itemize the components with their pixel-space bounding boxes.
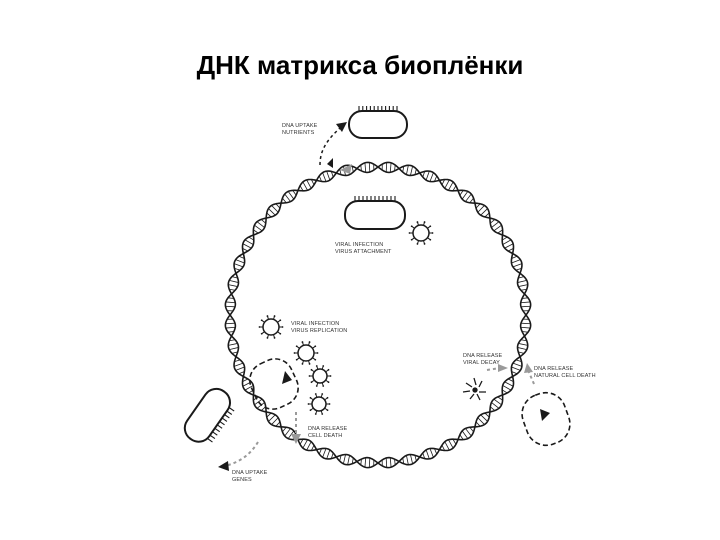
virus-icon — [308, 393, 331, 415]
arrow-genes-uptake — [218, 442, 258, 471]
label-viral-decay-1: DNA RELEASE — [463, 353, 503, 359]
label-viral-replication-1: VIRAL INFECTION — [291, 321, 339, 327]
label-viral-decay-2: VIRAL DECAY — [463, 360, 500, 366]
bacterium-dying — [516, 387, 575, 451]
virus-icon — [309, 365, 332, 387]
label-cell-death-2: CELL DEATH — [308, 433, 342, 439]
label-uptake-genes-2: GENES — [232, 477, 252, 483]
virus-icon — [259, 315, 284, 339]
label-uptake-nutrients-1: DNA UPTAKE — [282, 123, 318, 129]
label-natural-death-2: NATURAL CELL DEATH — [534, 373, 596, 379]
arrow-nutrients-uptake — [320, 122, 352, 174]
arrow-natural-death-release — [524, 363, 534, 384]
bacterium-bottom-left — [180, 384, 235, 447]
bacterium-top — [349, 106, 407, 138]
label-viral-attachment-1: VIRAL INFECTION — [335, 242, 383, 248]
bacterium-infected — [345, 196, 405, 229]
label-uptake-nutrients-2: NUTRIENTS — [282, 130, 315, 136]
label-viral-replication-2: VIRUS REPLICATION — [291, 328, 347, 334]
label-natural-death-1: DNA RELEASE — [534, 366, 574, 372]
label-uptake-genes-1: DNA UPTAKE — [232, 470, 268, 476]
decaying-virus — [463, 378, 486, 400]
virus-icon — [294, 341, 319, 365]
label-cell-death-1: DNA RELEASE — [308, 426, 348, 432]
virus-icon — [409, 221, 434, 245]
label-viral-attachment-2: VIRUS ATTACHMENT — [335, 249, 392, 255]
